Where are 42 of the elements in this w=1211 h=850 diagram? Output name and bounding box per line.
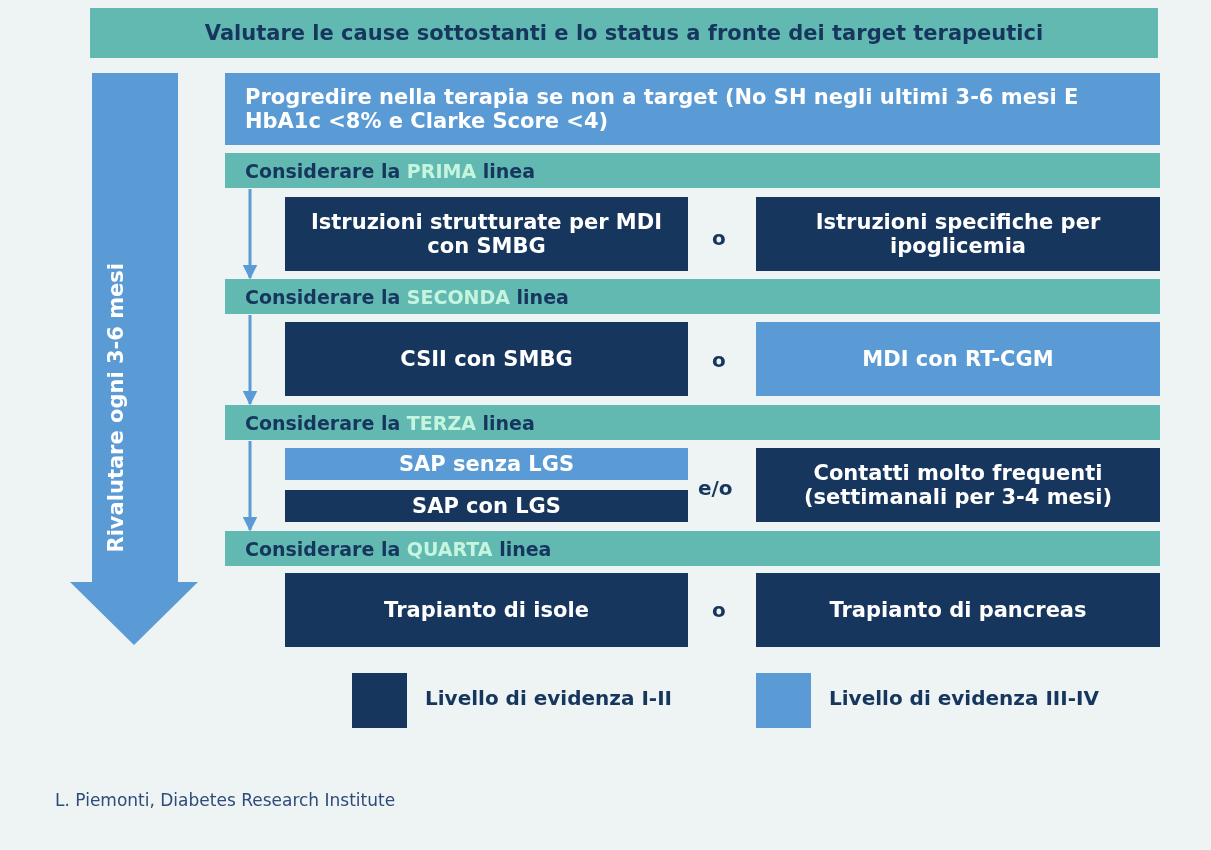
connector-word: o <box>712 598 726 622</box>
connector-word: o <box>712 348 726 372</box>
option-box <box>285 448 688 480</box>
legend-text: Livello di evidenza I-II <box>425 686 673 710</box>
connector-word: e/o <box>698 476 733 500</box>
option-text: Trapianto di isole <box>384 598 589 622</box>
option-box <box>756 573 1160 647</box>
option-text: MDI con RT-CGM <box>862 347 1054 371</box>
source-caption: L. Piemonti, Diabetes Research Institute <box>55 790 396 810</box>
step-heading: Considerare la PRIMA linea <box>245 159 535 182</box>
instruction-box <box>225 73 1160 145</box>
option-text: Istruzioni strutturate per MDI con SMBG <box>309 210 663 258</box>
option-text: Trapianto di pancreas <box>829 598 1087 622</box>
step-heading: Considerare la SECONDA linea <box>245 285 569 308</box>
step-band <box>225 405 1160 440</box>
step-band <box>225 279 1160 314</box>
option-box <box>285 322 688 396</box>
option-box <box>285 573 688 647</box>
arrow <box>242 315 258 406</box>
option-text: Istruzioni specifiche per ipoglicemia <box>814 210 1102 258</box>
option-box <box>285 197 688 271</box>
option-box <box>756 448 1160 522</box>
legend-text: Livello di evidenza III-IV <box>829 686 1099 710</box>
option-box <box>756 197 1160 271</box>
arrow-text: Rivalutare ogni 3-6 mesi <box>104 263 129 553</box>
down-arrow <box>70 73 198 645</box>
step-band <box>225 153 1160 188</box>
step-heading: Considerare la TERZA linea <box>245 411 535 434</box>
step-band <box>225 531 1160 566</box>
option-box <box>756 322 1160 396</box>
header-band <box>90 8 1158 58</box>
arrow <box>242 189 258 280</box>
connector-word: o <box>712 226 726 250</box>
instruction-text: Progredire nella terapia se non a target (No SH negli ultimi 3-6 mesi E HbA1c <8% e Clarke Score <4) <box>245 85 1080 133</box>
option-text: Contatti molto frequenti (settimanali per 3-4 mesi) <box>802 461 1114 509</box>
option-box <box>285 490 688 522</box>
arrow <box>242 441 258 532</box>
option-text: SAP senza LGS <box>398 452 575 476</box>
header-text: Valutare le cause sottostanti e lo status a fronte dei target terapeutici <box>204 21 1044 45</box>
step-heading: Considerare la QUARTA linea <box>245 537 552 560</box>
option-text: CSII con SMBG <box>400 347 573 371</box>
option-text: SAP con LGS <box>412 494 561 518</box>
